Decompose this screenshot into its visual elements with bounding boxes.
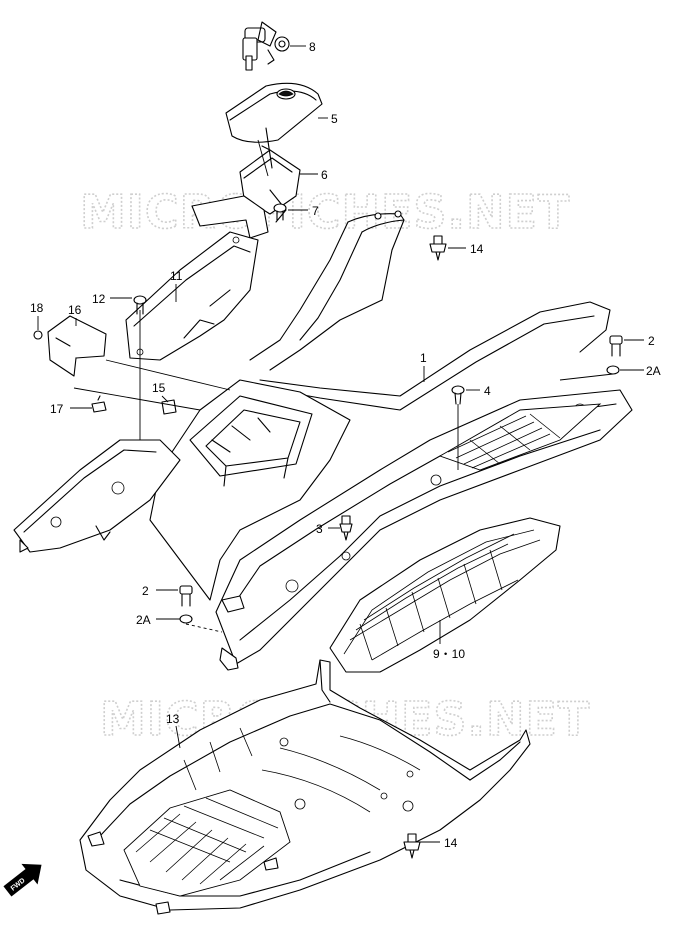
callout-1: 1	[420, 351, 427, 365]
part-16-bracket	[47, 315, 107, 377]
callout-5: 5	[331, 112, 338, 126]
part-9-10-floor-mat	[329, 517, 561, 673]
part-7-screw	[273, 203, 287, 221]
callout-11: 11	[170, 269, 183, 283]
callout-8: 8	[309, 40, 316, 54]
part-2-bolt-right	[609, 335, 623, 357]
callout-16: 16	[68, 303, 82, 317]
callout-14-bottom: 14	[444, 836, 458, 850]
callout-3: 3	[316, 522, 323, 536]
mat-grille	[349, 533, 541, 661]
leader-lines	[37, 45, 644, 843]
callout-13: 13	[166, 712, 180, 726]
part-1-floor-panel	[13, 210, 633, 671]
part-13-under-cover	[79, 659, 531, 915]
part-11-side-panel	[125, 231, 259, 361]
callout-14-top: 14	[470, 242, 484, 256]
callout-2-left: 2	[142, 584, 149, 598]
part-14-clip-top	[429, 235, 447, 261]
under-cover-grille	[123, 789, 291, 897]
callout-2A-right: 2A	[646, 364, 661, 378]
part-5-lid-cover	[225, 82, 323, 143]
callout-2-right: 2	[648, 334, 655, 348]
part-2-bolt-left	[179, 585, 193, 607]
callout-15: 15	[152, 381, 166, 395]
callout-12: 12	[92, 292, 106, 306]
part-4-screw	[451, 385, 465, 405]
part-12-screw	[133, 295, 147, 315]
fwd-arrow-icon: FWD	[3, 863, 42, 897]
callout-9-10: 9・10	[433, 647, 465, 661]
part-17-clip	[91, 395, 107, 413]
callout-7: 7	[312, 204, 319, 218]
callout-17: 17	[50, 402, 64, 416]
part-15-nut	[161, 399, 177, 415]
callout-4: 4	[484, 384, 491, 398]
part-2A-washer-left	[179, 614, 193, 624]
floor-grille	[438, 403, 602, 471]
watermark-top: MICROFICHES.NET	[80, 185, 570, 239]
part-14-clip-bottom	[403, 833, 421, 859]
callout-18: 18	[30, 301, 44, 315]
part-8-key-lock	[242, 21, 290, 71]
callout-labels: 8 5 6 7 14 11 12 18 16 2 2A 1 15 17 4 3 …	[30, 40, 661, 850]
part-18-washer	[33, 330, 43, 340]
part-6-hinge-bracket	[191, 127, 301, 239]
part-3-clip	[339, 515, 353, 541]
callout-2A-left: 2A	[136, 613, 151, 627]
part-2A-washer-right	[606, 365, 620, 375]
callout-6: 6	[321, 168, 328, 182]
